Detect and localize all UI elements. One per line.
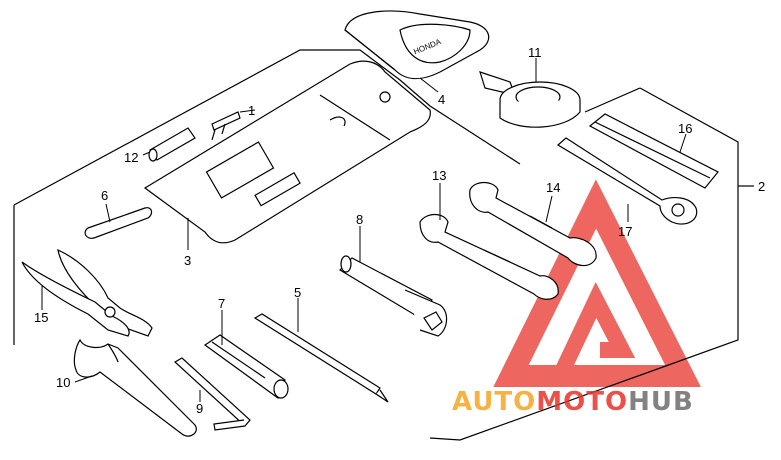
part-11-gauge [479, 71, 581, 128]
label-part-9: 9 [196, 401, 203, 416]
part-12-tube [148, 127, 196, 162]
part-17-wrench [556, 137, 698, 225]
part-14-wrench [469, 181, 597, 267]
watermark-inner-mark [552, 282, 636, 380]
label-part-12: 12 [124, 150, 138, 165]
tool-kit-frame [13, 49, 754, 441]
watermark-auto: AUTO [452, 387, 536, 417]
label-part-14: 14 [546, 180, 560, 195]
watermark-hub: HUB [628, 387, 694, 417]
leader-lines [41, 58, 687, 402]
label-part-2: 2 [758, 179, 765, 194]
label-part-3: 3 [184, 253, 191, 268]
label-part-5: 5 [294, 285, 301, 300]
pouch-part [344, 10, 490, 80]
part-7-screwdriver [203, 334, 289, 399]
part-13-wrench [419, 213, 559, 300]
label-part-10: 10 [56, 375, 70, 390]
part-1-clip [211, 111, 241, 141]
part-6-bar [84, 207, 153, 239]
svg-text:AUTOMOTOHUB: AUTOMOTOHUB [452, 387, 694, 417]
label-part-17: 17 [618, 224, 632, 239]
part-9-hex-key [173, 357, 251, 431]
label-part-7: 7 [218, 296, 225, 311]
part-16-handle [588, 113, 719, 189]
label-part-11: 11 [528, 45, 542, 60]
label-part-15: 15 [34, 310, 48, 325]
label-part-6: 6 [101, 188, 108, 203]
tool-roll-part [143, 60, 431, 244]
label-part-4: 4 [438, 92, 445, 107]
part-labels: 1 2 3 4 5 6 7 8 9 10 11 12 13 14 15 16 1… [34, 45, 765, 416]
part-10-spanner [73, 338, 197, 437]
label-part-1: 1 [248, 103, 255, 118]
label-part-13: 13 [432, 168, 446, 183]
part-5-blade [253, 313, 389, 403]
label-part-8: 8 [356, 212, 363, 227]
watermark-text: AUTOMOTOHUB [452, 387, 694, 417]
part-8-socket [339, 255, 448, 337]
part-15-pliers [21, 248, 153, 337]
watermark-moto: MOTO [536, 387, 628, 417]
label-part-16: 16 [678, 121, 692, 136]
